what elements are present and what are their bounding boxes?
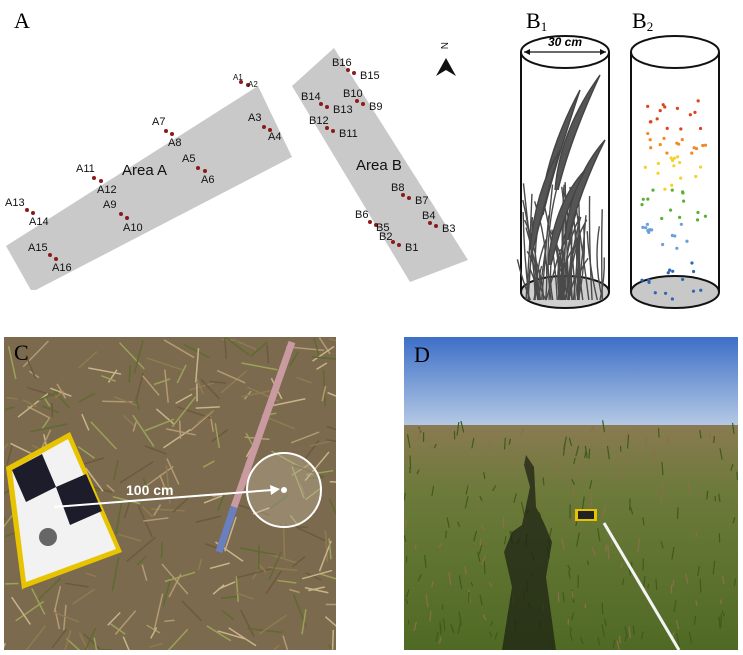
sample-point-b8 xyxy=(401,193,405,197)
sample-point-label: B2 xyxy=(379,231,392,243)
panel-label-c: C xyxy=(14,340,29,365)
cylinder-b1: 30 cm xyxy=(516,35,610,309)
field-board xyxy=(6,432,122,589)
sample-point-label: A6 xyxy=(201,174,214,186)
sample-point-label: A15 xyxy=(28,242,48,254)
sample-point-b11 xyxy=(331,129,335,133)
sample-point-a3 xyxy=(262,125,266,129)
sample-point-a7 xyxy=(164,129,168,133)
sample-point-b12 xyxy=(325,126,329,130)
sample-point-a15 xyxy=(48,253,52,257)
sample-point-label: A14 xyxy=(29,216,49,228)
sample-point-b2 xyxy=(391,240,395,244)
sample-point-b5 xyxy=(374,223,378,227)
sample-point-b9 xyxy=(361,102,365,106)
sample-point-label: B6 xyxy=(355,209,368,221)
sample-point-b10 xyxy=(355,99,359,103)
sample-point-a2 xyxy=(246,83,250,87)
sample-point-a12 xyxy=(99,179,103,183)
sample-point-a13 xyxy=(25,208,29,212)
sample-point-label: A13 xyxy=(5,197,25,209)
north-label: N xyxy=(438,42,449,49)
panel-label-b1: B1 xyxy=(526,8,548,34)
sample-point-a4 xyxy=(268,128,272,132)
sample-point-a16 xyxy=(54,257,58,261)
sample-point-label: A4 xyxy=(268,131,281,143)
area-a-strip xyxy=(6,86,292,290)
measuring-tape xyxy=(602,522,681,650)
soil-core-diagram: 30 cm xyxy=(516,35,720,309)
sample-point-label: B3 xyxy=(442,223,455,235)
sample-point-label: B11 xyxy=(339,128,358,140)
measuring-pole xyxy=(230,340,296,509)
distance-label: 100 cm xyxy=(126,482,173,498)
sample-point-b14 xyxy=(319,102,323,106)
sample-point-label: B1 xyxy=(405,242,418,254)
sample-point-b16 xyxy=(346,68,350,72)
sample-point-label: A5 xyxy=(182,153,195,165)
sample-point-b3 xyxy=(434,224,438,228)
sample-point-label: B14 xyxy=(301,91,321,103)
sample-point-label: B15 xyxy=(360,70,380,82)
panel-label-b2: B2 xyxy=(632,8,654,34)
distance-arrow xyxy=(53,489,273,508)
sample-point-label: B12 xyxy=(309,115,329,127)
person-shadow xyxy=(502,455,556,650)
sample-point-label: B10 xyxy=(343,88,363,100)
area-b-strip xyxy=(292,48,468,282)
photo-d-field xyxy=(404,337,738,650)
sample-point-label: B7 xyxy=(415,195,428,207)
sample-point-a11 xyxy=(92,176,96,180)
sample-point-b13 xyxy=(325,105,329,109)
colored-dots xyxy=(640,99,708,301)
grass-silhouette xyxy=(516,74,606,301)
sample-point-label: A16 xyxy=(52,262,72,274)
photo-c-quadrat: 100 cm xyxy=(4,337,336,650)
sample-point-label: B4 xyxy=(422,210,435,222)
sample-point-label: A3 xyxy=(248,112,261,124)
sample-point-a5 xyxy=(196,166,200,170)
sample-point-label: B16 xyxy=(332,57,352,69)
panel-label-d: D xyxy=(414,342,430,367)
cylinder-b2 xyxy=(630,35,720,309)
sample-point-label: A2 xyxy=(248,80,258,89)
sample-point-a8 xyxy=(170,132,174,136)
sample-point-label: B8 xyxy=(391,182,404,194)
sample-point-label: A10 xyxy=(123,222,143,234)
sample-point-a10 xyxy=(125,216,129,220)
sample-point-label: A1 xyxy=(233,73,243,82)
sample-point-b6 xyxy=(368,220,372,224)
sample-point-b7 xyxy=(407,196,411,200)
sample-point-label: A9 xyxy=(103,199,116,211)
sample-point-a9 xyxy=(119,212,123,216)
sample-point-label: B5 xyxy=(376,222,389,234)
sample-point-b4 xyxy=(428,221,432,225)
diameter-label: 30 cm xyxy=(548,35,582,49)
sample-point-label: A7 xyxy=(152,116,165,128)
sample-point-b1 xyxy=(397,243,401,247)
sample-point-a1 xyxy=(239,80,243,84)
sample-point-a14 xyxy=(31,211,35,215)
sample-point-a6 xyxy=(203,169,207,173)
sample-point-label: A12 xyxy=(97,184,117,196)
area-b-label: Area B xyxy=(356,157,402,174)
sample-point-label: A8 xyxy=(168,137,181,149)
area-a-label: Area A xyxy=(122,162,167,179)
sample-point-b15 xyxy=(352,71,356,75)
sample-point-label: B13 xyxy=(333,104,353,116)
sample-point-label: B9 xyxy=(369,101,382,113)
north-arrow-icon: N xyxy=(436,42,456,76)
panel-label-a: A xyxy=(14,8,30,33)
sample-point-label: A11 xyxy=(76,163,95,175)
